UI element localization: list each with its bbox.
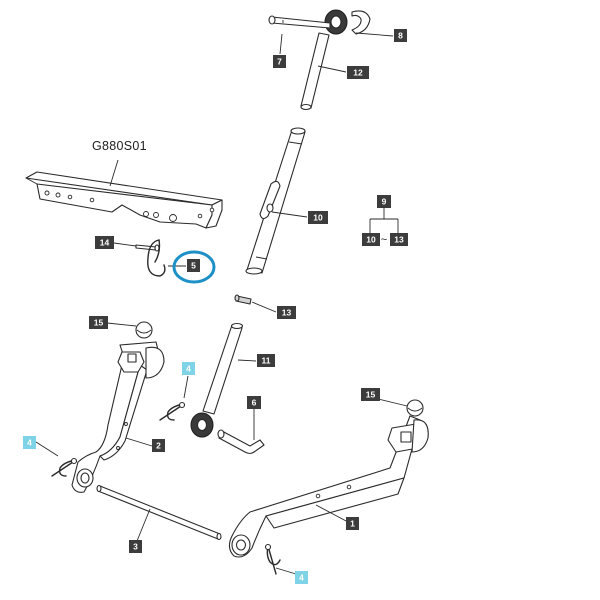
part-12-pin-and-rod xyxy=(268,9,348,111)
svg-text:2: 2 xyxy=(156,441,161,451)
callout-9: 9 xyxy=(377,195,391,208)
range-tilde: ~ xyxy=(381,234,387,246)
part-13-sleeve xyxy=(234,294,277,313)
leader-7 xyxy=(279,33,283,55)
svg-text:12: 12 xyxy=(353,68,363,78)
subassembly-label: G880S01 xyxy=(92,139,147,153)
svg-text:4: 4 xyxy=(299,573,304,583)
svg-text:3: 3 xyxy=(133,542,138,552)
part-4-linch-pin-upper xyxy=(159,375,189,421)
callout-2: 2 xyxy=(152,439,165,452)
callout-10-group: 10 xyxy=(362,233,380,246)
callout-14: 14 xyxy=(95,236,114,249)
svg-text:15: 15 xyxy=(94,318,104,328)
svg-text:9: 9 xyxy=(382,197,387,207)
part-6-l-pin xyxy=(217,409,265,455)
part-5-hook xyxy=(147,239,186,277)
callout-13-group: 13 xyxy=(390,233,408,246)
bracket-g880s01 xyxy=(25,159,223,229)
svg-text:7: 7 xyxy=(277,57,282,67)
svg-text:13: 13 xyxy=(394,235,404,245)
svg-text:1: 1 xyxy=(350,519,355,529)
callout-10-tube: 10 xyxy=(308,211,328,224)
leader-12 xyxy=(317,65,347,73)
svg-text:4: 4 xyxy=(186,364,191,374)
svg-text:4: 4 xyxy=(27,438,32,448)
svg-text:8: 8 xyxy=(398,31,403,41)
svg-text:5: 5 xyxy=(191,261,196,271)
svg-text:6: 6 xyxy=(252,398,257,408)
svg-text:11: 11 xyxy=(262,356,271,366)
part-4-linch-pin-right xyxy=(264,543,297,575)
part-4-linch-pin-left xyxy=(35,441,78,477)
callout-3: 3 xyxy=(129,540,142,553)
part-15-ball-left xyxy=(106,321,153,339)
svg-text:13: 13 xyxy=(282,308,292,318)
part-14-pin xyxy=(113,242,160,252)
svg-text:10: 10 xyxy=(313,213,323,223)
callout-15-left: 15 xyxy=(89,316,108,329)
callout-4-right: 4 xyxy=(295,571,308,584)
part-15-ball-right xyxy=(377,398,424,417)
callout-5: 5 xyxy=(187,259,200,272)
callout-8: 8 xyxy=(394,29,407,42)
callout-11: 11 xyxy=(257,354,275,367)
svg-text:10: 10 xyxy=(366,235,376,245)
highlight-ring xyxy=(172,250,216,284)
part-11-rod xyxy=(190,322,257,438)
callout-4-upper: 4 xyxy=(182,362,195,375)
part-1-lower-link xyxy=(228,415,429,558)
part-3-shaft xyxy=(96,484,222,542)
callout-15-right: 15 xyxy=(361,388,380,401)
callout-7: 7 xyxy=(273,55,286,68)
part-2-lower-link xyxy=(71,341,165,493)
callout-13-sleeve: 13 xyxy=(277,306,296,319)
part-8-clip xyxy=(351,10,394,37)
group-9-bracket xyxy=(369,208,399,233)
callout-4-left: 4 xyxy=(23,436,36,449)
svg-text:14: 14 xyxy=(100,238,110,248)
callout-6: 6 xyxy=(247,396,261,409)
callout-12: 12 xyxy=(347,66,369,79)
callout-1: 1 xyxy=(346,517,359,530)
svg-text:15: 15 xyxy=(366,390,376,400)
part-10-tube xyxy=(245,127,308,275)
